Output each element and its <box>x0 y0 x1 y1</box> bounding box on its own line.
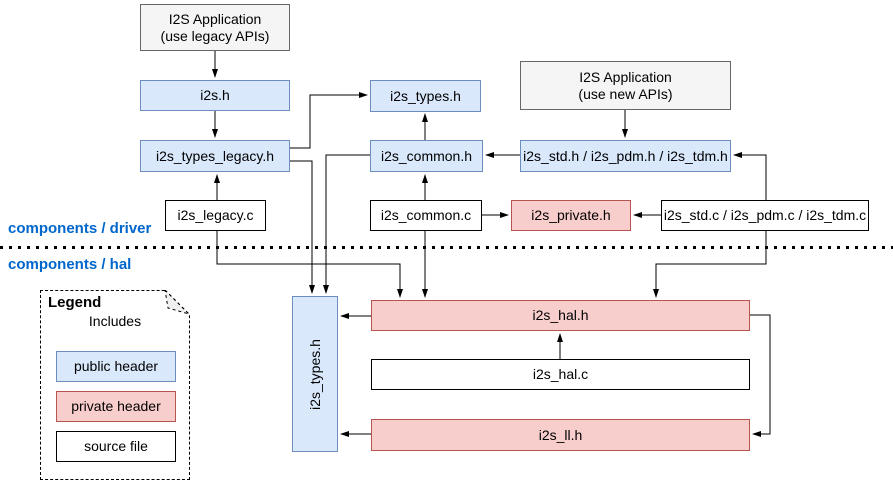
node-i2s-hal-c: i2s_hal.c <box>371 359 750 390</box>
legend-item-label: private header <box>71 398 161 414</box>
node-label: i2s_types_legacy.h <box>155 147 275 164</box>
legend-includes-label: Includes <box>88 313 142 329</box>
layer-separator-dotted-line <box>0 246 893 249</box>
legend: Legend Includes public header private he… <box>40 290 190 480</box>
legend-source-file: source file <box>56 431 176 462</box>
node-label: i2s_common.h <box>380 147 473 164</box>
node-label: (use new APIs) <box>578 85 673 102</box>
edge-i2s-types-legacy-h-to-i2s-types-h <box>290 92 368 149</box>
node-label: i2s_common.c <box>380 207 472 223</box>
node-i2s-types-legacy-h: i2s_types_legacy.h <box>140 140 290 172</box>
node-label: i2s_ll.h <box>538 426 583 443</box>
section-label-components-hal: components / hal <box>8 256 132 273</box>
legend-public-header: public header <box>56 351 176 382</box>
node-i2s-common-h: i2s_common.h <box>370 140 483 172</box>
node-i2s-private-h: i2s_private.h <box>511 200 631 231</box>
node-i2s-legacy-c: i2s_legacy.c <box>165 200 266 231</box>
legend-item-label: source file <box>84 438 148 454</box>
node-i2s-ll-h: i2s_ll.h <box>371 419 750 451</box>
node-i2s-common-c: i2s_common.c <box>370 200 482 231</box>
node-i2s-types-h-hal: i2s_types.h <box>292 296 338 452</box>
node-label: i2s_types.h <box>390 87 461 104</box>
node-label: i2s_legacy.c <box>177 207 254 223</box>
node-i2s-application-legacy: I2S Application (use legacy APIs) <box>140 4 290 51</box>
node-i2s-std-pdm-tdm-c: i2s_std.c / i2s_pdm.c / i2s_tdm.c <box>661 200 869 231</box>
node-label: I2S Application <box>168 10 262 27</box>
node-i2s-types-h: i2s_types.h <box>370 80 481 112</box>
edge-i2s-common-h-to-i2s-types-h-hal <box>323 154 370 294</box>
node-label: i2s_types.h <box>306 338 323 410</box>
legend-private-header: private header <box>56 391 176 422</box>
edge-i2s-types-legacy-h-to-i2s-types-h-hal <box>290 160 315 294</box>
edge-i2s-hal-h-to-i2s-ll-h <box>750 314 771 437</box>
node-i2s-h: i2s.h <box>140 80 290 111</box>
edge-i2s-std-c-to-i2s-std-h <box>733 152 767 200</box>
node-i2s-std-pdm-tdm-h: i2s_std.h / i2s_pdm.h / i2s_tdm.h <box>520 140 731 172</box>
section-label-components-driver: components / driver <box>8 220 152 237</box>
node-label: i2s_hal.c <box>532 366 589 382</box>
node-label: I2S Application <box>579 68 672 85</box>
node-i2s-hal-h: i2s_hal.h <box>371 300 750 331</box>
legend-folded-corner-icon <box>164 290 190 315</box>
legend-title: Legend <box>48 294 102 311</box>
legend-item-label: public header <box>73 358 159 374</box>
node-i2s-application-new: I2S Application (use new APIs) <box>520 61 731 110</box>
node-label: i2s_std.h / i2s_pdm.h / i2s_tdm.h <box>523 147 728 164</box>
node-label: (use legacy APIs) <box>160 27 270 44</box>
node-label: i2s_std.c / i2s_pdm.c / i2s_tdm.c <box>663 207 867 223</box>
node-label: i2s_hal.h <box>532 307 589 323</box>
node-label: i2s.h <box>200 87 230 103</box>
node-label: i2s_private.h <box>531 207 611 223</box>
edge-i2s-std-c-to-i2s-hal-h <box>653 231 767 298</box>
edge-i2s-legacy-c-to-i2s-hal-h <box>216 231 403 298</box>
